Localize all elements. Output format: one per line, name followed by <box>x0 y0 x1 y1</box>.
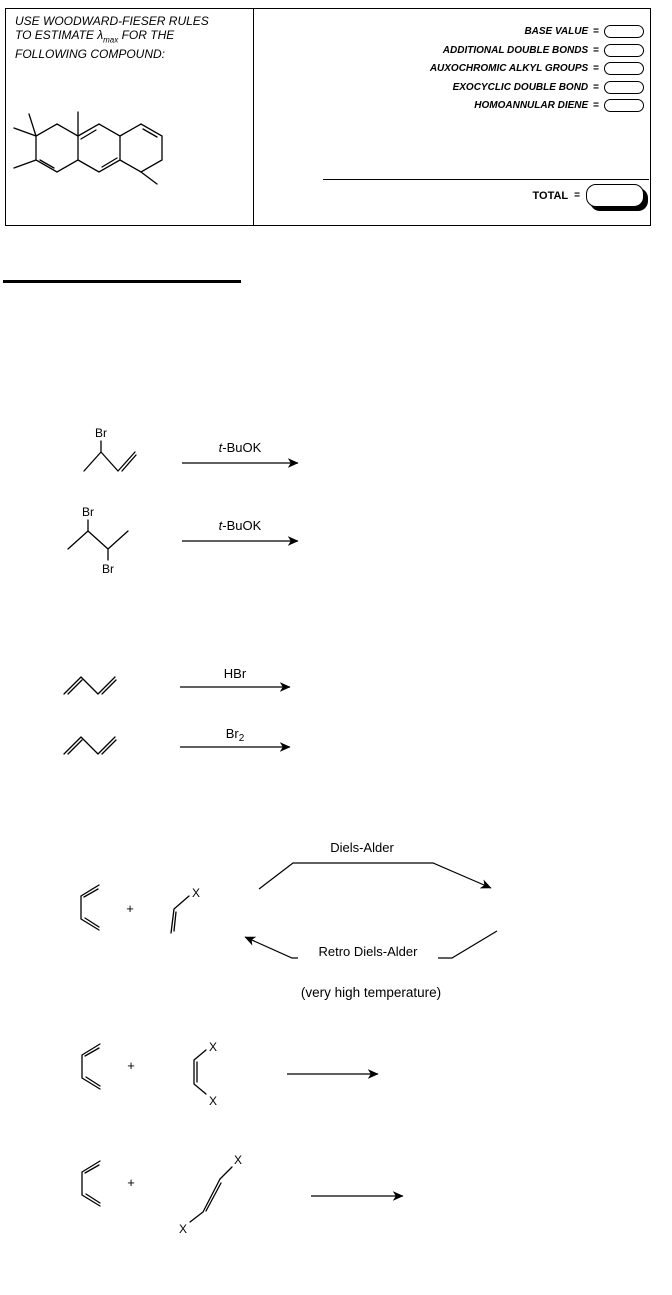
retro-diels-alder-label: Retro Diels-Alder <box>319 944 419 959</box>
equals-sign: = <box>593 25 599 37</box>
cis-dienophile-structure <box>193 1049 207 1095</box>
instructions-text: USE WOODWARD-FIESER RULES TO ESTIMATE λm… <box>15 14 247 61</box>
butadiene-structure <box>63 736 117 755</box>
forward-arrow <box>258 862 492 890</box>
reaction-1: Br t-BuOK <box>83 426 299 472</box>
sum-line <box>323 179 649 180</box>
hbr-reagent-label: HBr <box>224 666 247 681</box>
title-underline <box>3 280 241 283</box>
additional-double-bonds-input[interactable] <box>604 43 644 57</box>
exocyclic-double-bond-label: EXOCYCLIC DOUBLE BOND <box>452 81 589 93</box>
high-temperature-note: (very high temperature) <box>301 985 441 1000</box>
br-label: Br <box>82 505 94 519</box>
plus-sign: + <box>127 1175 135 1190</box>
polycyclic-compound-structure <box>13 111 163 185</box>
equals-sign: = <box>593 44 599 56</box>
additional-double-bonds-row: ADDITIONAL DOUBLE BONDS = <box>443 43 644 57</box>
label-backdrop <box>298 944 438 960</box>
base-value-row: BASE VALUE = <box>524 24 644 38</box>
reaction-3: HBr <box>63 666 291 695</box>
problem-statement-panel: USE WOODWARD-FIESER RULES TO ESTIMATE λm… <box>6 9 254 225</box>
total-row: TOTAL = <box>532 184 644 207</box>
woodward-fieser-panel: USE WOODWARD-FIESER RULES TO ESTIMATE λm… <box>5 8 651 226</box>
plus-sign: + <box>126 901 134 916</box>
equals-sign: = <box>593 99 599 111</box>
x-substituent-label: X <box>234 1153 242 1167</box>
auxochromic-alkyl-groups-row: AUXOCHROMIC ALKYL GROUPS = <box>430 61 644 75</box>
equals-sign: = <box>593 62 599 74</box>
instruction-line-1: USE WOODWARD-FIESER RULES <box>15 14 209 28</box>
base-value-label: BASE VALUE <box>524 25 589 37</box>
br-label: Br <box>102 562 114 576</box>
x-substituent-label: X <box>209 1040 217 1054</box>
trans-dienophile-structure <box>189 1166 233 1223</box>
x-substituent-label: X <box>209 1094 217 1108</box>
auxochromic-alkyl-groups-input[interactable] <box>604 61 644 75</box>
homoannular-diene-label: HOMOANNULAR DIENE <box>474 99 589 111</box>
exocyclic-double-bond-row: EXOCYCLIC DOUBLE BOND = <box>453 80 644 94</box>
auxochromic-alkyl-groups-label: AUXOCHROMIC ALKYL GROUPS <box>429 62 589 74</box>
reaction-4: Br2 <box>63 726 291 755</box>
dienophile-structure <box>170 895 190 934</box>
homoannular-diene-row: HOMOANNULAR DIENE = <box>474 98 644 112</box>
br2-reagent-label: Br2 <box>226 726 245 744</box>
butadiene-structure <box>63 676 117 695</box>
diels-alder-label: Diels-Alder <box>330 840 394 855</box>
br-label: Br <box>95 426 107 440</box>
equals-sign: = <box>574 190 580 201</box>
lambda-symbol: λ <box>97 28 104 42</box>
fused-ring-skeleton <box>13 111 163 185</box>
lambda-subscript: max <box>103 35 119 45</box>
instruction-line-2: TO ESTIMATE λmax FOR THE <box>15 28 175 45</box>
reaction-schemes: Br t-BuOK Br Br t-BuOK HBr <box>63 426 498 1236</box>
tbuok-reagent-label: t-BuOK <box>219 440 262 455</box>
total-label: TOTAL <box>532 189 569 202</box>
total-input[interactable] <box>586 184 644 207</box>
reaction-2: Br Br t-BuOK <box>67 505 299 576</box>
s-cis-diene-structure <box>81 1043 101 1090</box>
reaction-5: + X X <box>81 1040 379 1108</box>
s-cis-diene-structure <box>81 1160 101 1207</box>
instruction-line-3: FOLLOWING COMPOUND: <box>15 47 166 62</box>
x-substituent-label: X <box>192 886 200 900</box>
plus-sign: + <box>127 1058 135 1073</box>
additional-double-bonds-label: ADDITIONAL DOUBLE BONDS <box>442 44 589 56</box>
equals-sign: = <box>593 81 599 93</box>
base-value-input[interactable] <box>604 24 644 38</box>
s-cis-diene-structure <box>80 884 100 931</box>
tbuok-reagent-label: t-BuOK <box>219 518 262 533</box>
exocyclic-double-bond-input[interactable] <box>604 80 644 94</box>
reaction-6: + X X <box>81 1153 404 1236</box>
dibromobutane-structure <box>67 519 129 561</box>
bromobutene-structure <box>83 440 137 472</box>
x-substituent-label: X <box>179 1222 187 1236</box>
homoannular-diene-input[interactable] <box>604 98 644 112</box>
diels-alder-scheme: + X Diels-Alder Retro Diels-Alder (very … <box>80 840 498 1000</box>
